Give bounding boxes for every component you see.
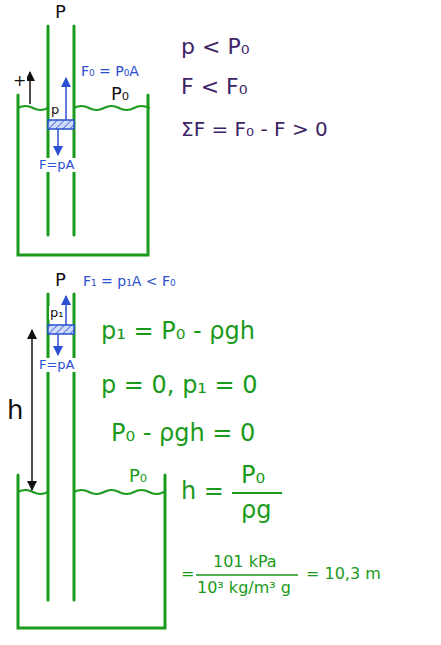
force-label: F₀ = P₀A [80, 64, 140, 79]
piston-hatch [48, 120, 74, 129]
result: = 10,3 m [305, 565, 382, 583]
height-arrow [31, 330, 33, 490]
fraction-bar [232, 492, 282, 494]
force-label: F₁ = p₁A < F₀ [82, 274, 177, 289]
sign-label: + [12, 72, 27, 90]
numerator: 101 kPa [212, 553, 278, 571]
pressure-symbol: P₀ [110, 84, 130, 104]
force-arrow [65, 296, 67, 325]
height-label: h [6, 396, 24, 425]
tube-wall [47, 26, 50, 235]
top-figure [18, 26, 149, 255]
piston [48, 120, 74, 129]
equation: P₀ - ρgh = 0 [110, 420, 256, 446]
piston-hatch [48, 325, 74, 334]
pressure-symbol: p [50, 103, 60, 117]
container [18, 475, 165, 628]
inequality: F < F₀ [180, 75, 249, 99]
container [18, 95, 148, 255]
pressure-symbol: P₀ [128, 466, 148, 486]
force-arrow [65, 78, 67, 120]
tube-wall [47, 294, 50, 600]
fraction-bar [196, 574, 298, 576]
inequality: p < P₀ [180, 35, 250, 59]
water-surface [18, 106, 48, 110]
force-arrow [57, 129, 59, 155]
pressure-symbol: P [54, 270, 67, 290]
tube-wall [73, 294, 76, 600]
force-sum: ΣF = F₀ - F > 0 [180, 118, 329, 140]
equation: = [180, 565, 195, 583]
sign-arrow [29, 72, 31, 104]
equation: p = 0, p₁ = 0 [100, 372, 259, 398]
denominator: 10³ kg/m³ g [196, 579, 292, 597]
tube-wall [73, 26, 76, 235]
force-label: F=pA [38, 358, 76, 372]
pressure-symbol: P [54, 2, 67, 22]
denominator: ρg [240, 497, 272, 523]
piston [48, 325, 74, 334]
water-surface [74, 490, 164, 494]
water-surface [18, 490, 48, 494]
equation: h = [180, 478, 225, 504]
pressure-symbol: p₁ [49, 306, 64, 320]
water-surface [74, 106, 149, 110]
numerator: P₀ [240, 462, 266, 488]
equation: p₁ = P₀ - ρgh [100, 318, 256, 344]
force-label: F=pA [38, 158, 76, 172]
force-arrow [57, 334, 59, 355]
